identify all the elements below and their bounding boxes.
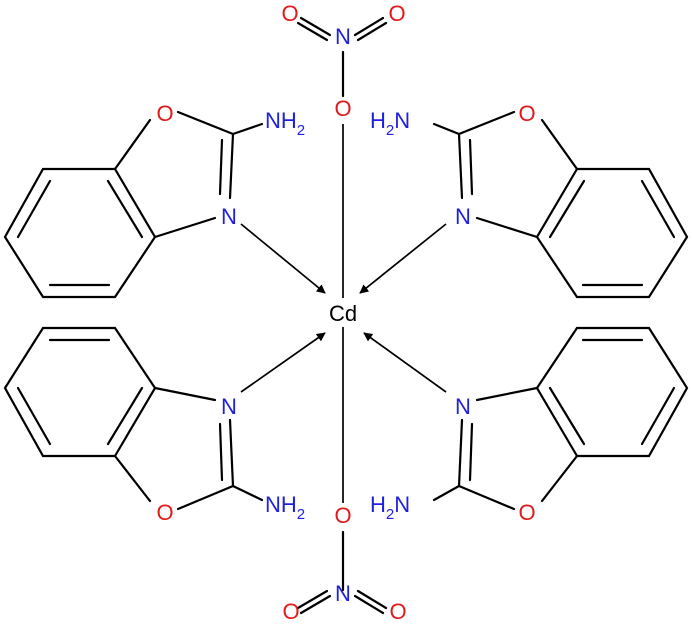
metal-label-background [326,300,362,326]
bond [468,422,474,482]
ring-nitrogen-label: N [221,204,237,229]
bond [457,110,516,136]
bond [475,386,539,402]
bond [432,484,461,502]
nitrate-bottom: O N O O [282,503,406,624]
bond [540,454,579,503]
bond [640,386,676,446]
bond [299,16,332,37]
bond [353,594,385,615]
bond [176,484,235,511]
bond [113,118,152,171]
nitrate-top: O N O O [281,1,405,121]
amine-group-label: NH2 [265,492,305,523]
bond [356,589,388,610]
ring-oxygen-label: O [518,500,535,525]
amine-group-label: H2N [370,492,410,523]
ring-oxygen-label: O [518,101,535,126]
bond [548,386,586,446]
bond [432,122,461,136]
cadmium-label: Cd [329,301,357,326]
bond [540,118,579,171]
bond [153,216,217,239]
amine-group-label: NH2 [265,108,305,139]
bond [296,21,329,42]
bond [353,16,385,37]
nitrate-oxygen-label: O [388,1,405,26]
benzoxazole-ligand-top-left: O N NH2 [3,101,305,299]
benzene-ring [535,326,689,458]
bond [231,122,264,136]
bond [548,179,586,239]
bond [106,179,144,239]
bond [176,110,235,136]
benzoxazole-ligand-bottom-left: O N NH2 [3,326,305,525]
ring-nitrogen-label: N [455,394,471,419]
coordination-arrow-top-left [240,223,326,294]
benzoxazole-ligand-bottom-right: O N H2N [370,326,689,525]
bond [153,386,217,402]
benzene-ring [3,167,157,299]
coordination-arrow-bottom-left [240,332,326,393]
bond [457,484,516,511]
bond [640,179,676,239]
bond [468,138,474,196]
bond [16,179,52,239]
nitrate-coordinating-oxygen-label: O [334,503,351,528]
nitrate-oxygen-label: O [281,1,298,26]
ring-nitrogen-label: N [455,204,471,229]
coordination-arrow-top-right [359,223,447,294]
bond [231,484,264,502]
ring-oxygen-label: O [156,500,173,525]
nitrate-coordinating-oxygen-label: O [334,96,351,121]
bond [113,454,152,503]
benzene-ring [3,326,157,458]
benzene-ring [535,167,689,299]
ring-oxygen-label: O [156,101,173,126]
bond [106,386,144,446]
nitrate-nitrogen-label: N [335,24,351,49]
nitrate-oxygen-label: O [389,599,406,624]
bond [296,589,329,610]
coordination-arrow-bottom-right [363,332,447,393]
nitrate-oxygen-label: O [282,599,299,624]
benzoxazole-ligand-top-right: O N H2N [370,101,689,299]
bond [356,21,388,42]
bond [228,132,235,200]
bond [475,216,539,239]
amine-group-label: H2N [370,108,410,139]
ring-nitrogen-label: N [221,394,237,419]
bond [457,418,464,488]
nitrate-nitrogen-label: N [335,581,351,606]
bond [299,594,332,615]
bond [218,422,224,482]
bond [228,418,235,488]
bond [218,138,224,196]
bond [16,386,52,446]
bond [457,132,464,200]
